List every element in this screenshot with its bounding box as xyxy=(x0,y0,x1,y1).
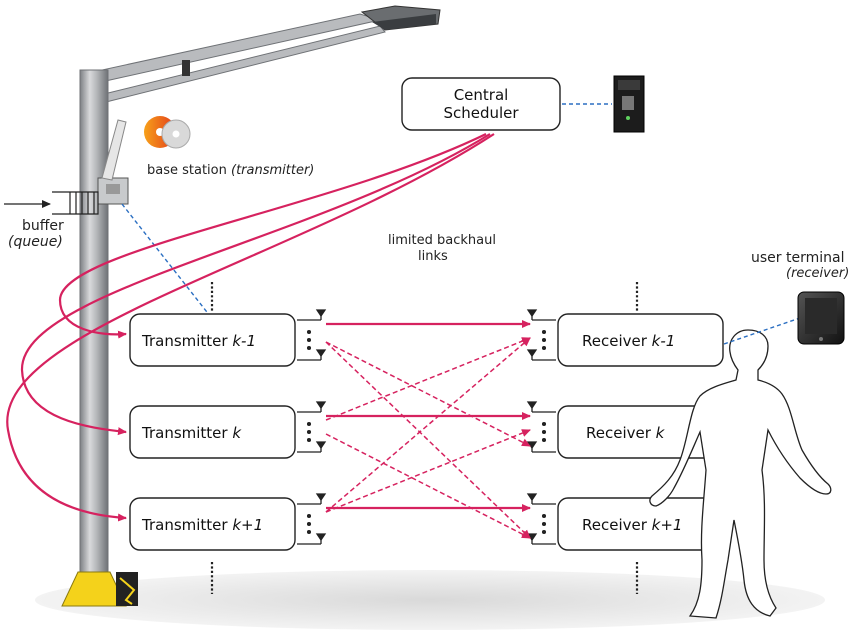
buffer-queue-icon xyxy=(4,191,99,215)
ground-shadow xyxy=(35,570,825,630)
transmitter-k-minus-1: Transmitter k-1 xyxy=(129,313,296,367)
receiver-antenna-0 xyxy=(526,309,556,361)
transmitter-k-minus-1-label: Transmitter k-1 xyxy=(141,332,256,350)
base-station-icon xyxy=(97,119,129,205)
cd-icon xyxy=(144,116,191,149)
user-terminal-label: user terminal xyxy=(751,250,844,266)
receiver-k-plus-1: Receiver k+1 xyxy=(557,497,724,551)
interference-link-2-0 xyxy=(325,337,531,513)
ellipsis-dots xyxy=(210,282,639,594)
backhaul-label-line2: links xyxy=(418,249,448,264)
transmitter-k-plus-1-label: Transmitter k+1 xyxy=(141,516,263,534)
transmitter-antenna-0 xyxy=(297,309,327,361)
base-station-wire xyxy=(121,203,211,317)
wireless-links xyxy=(325,320,531,539)
interference-link-0-2 xyxy=(325,341,531,539)
interference-link-1-2 xyxy=(325,433,531,539)
interference-link-1-0 xyxy=(325,337,531,421)
person-silhouette-icon xyxy=(649,329,832,619)
user-terminal-sublabel: (receiver) xyxy=(786,266,849,281)
backhaul-links xyxy=(6,133,495,522)
central-scheduler-line2: Scheduler xyxy=(443,104,519,122)
backhaul-link-k-minus-1 xyxy=(58,133,487,339)
central-scheduler-box xyxy=(401,77,561,131)
base-station-label: base station (transmitter) xyxy=(147,163,314,178)
buffer-label: buffer xyxy=(22,218,64,234)
receiver-antenna-2 xyxy=(526,493,556,545)
transmitter-k-plus-1: Transmitter k+1 xyxy=(129,497,296,551)
transmitter-k-label: Transmitter k xyxy=(141,424,242,442)
backhaul-label-line1: limited backhaul xyxy=(388,233,496,248)
receiver-k-plus-1-label: Receiver k+1 xyxy=(582,516,682,534)
interference-link-2-1 xyxy=(325,429,531,513)
central-scheduler-line1: Central xyxy=(454,86,509,104)
transmitter-antenna-1 xyxy=(297,401,327,453)
transmitter-k: Transmitter k xyxy=(129,405,296,459)
receiver-antenna-1 xyxy=(526,401,556,453)
receiver-k-label: Receiver k xyxy=(586,424,666,442)
receiver-k-minus-1-label: Receiver k-1 xyxy=(582,332,675,350)
backhaul-link-k xyxy=(20,133,491,436)
phone-icon xyxy=(797,291,845,345)
terminal-wire xyxy=(723,317,801,345)
buffer-sublabel: (queue) xyxy=(8,234,63,250)
server-icon xyxy=(613,75,645,133)
receiver-k-minus-1: Receiver k-1 xyxy=(557,313,724,367)
interference-link-0-1 xyxy=(325,341,531,447)
transmitter-antenna-2 xyxy=(297,493,327,545)
backhaul-link-k-plus-1 xyxy=(6,133,495,522)
receiver-k: Receiver k xyxy=(557,405,724,459)
